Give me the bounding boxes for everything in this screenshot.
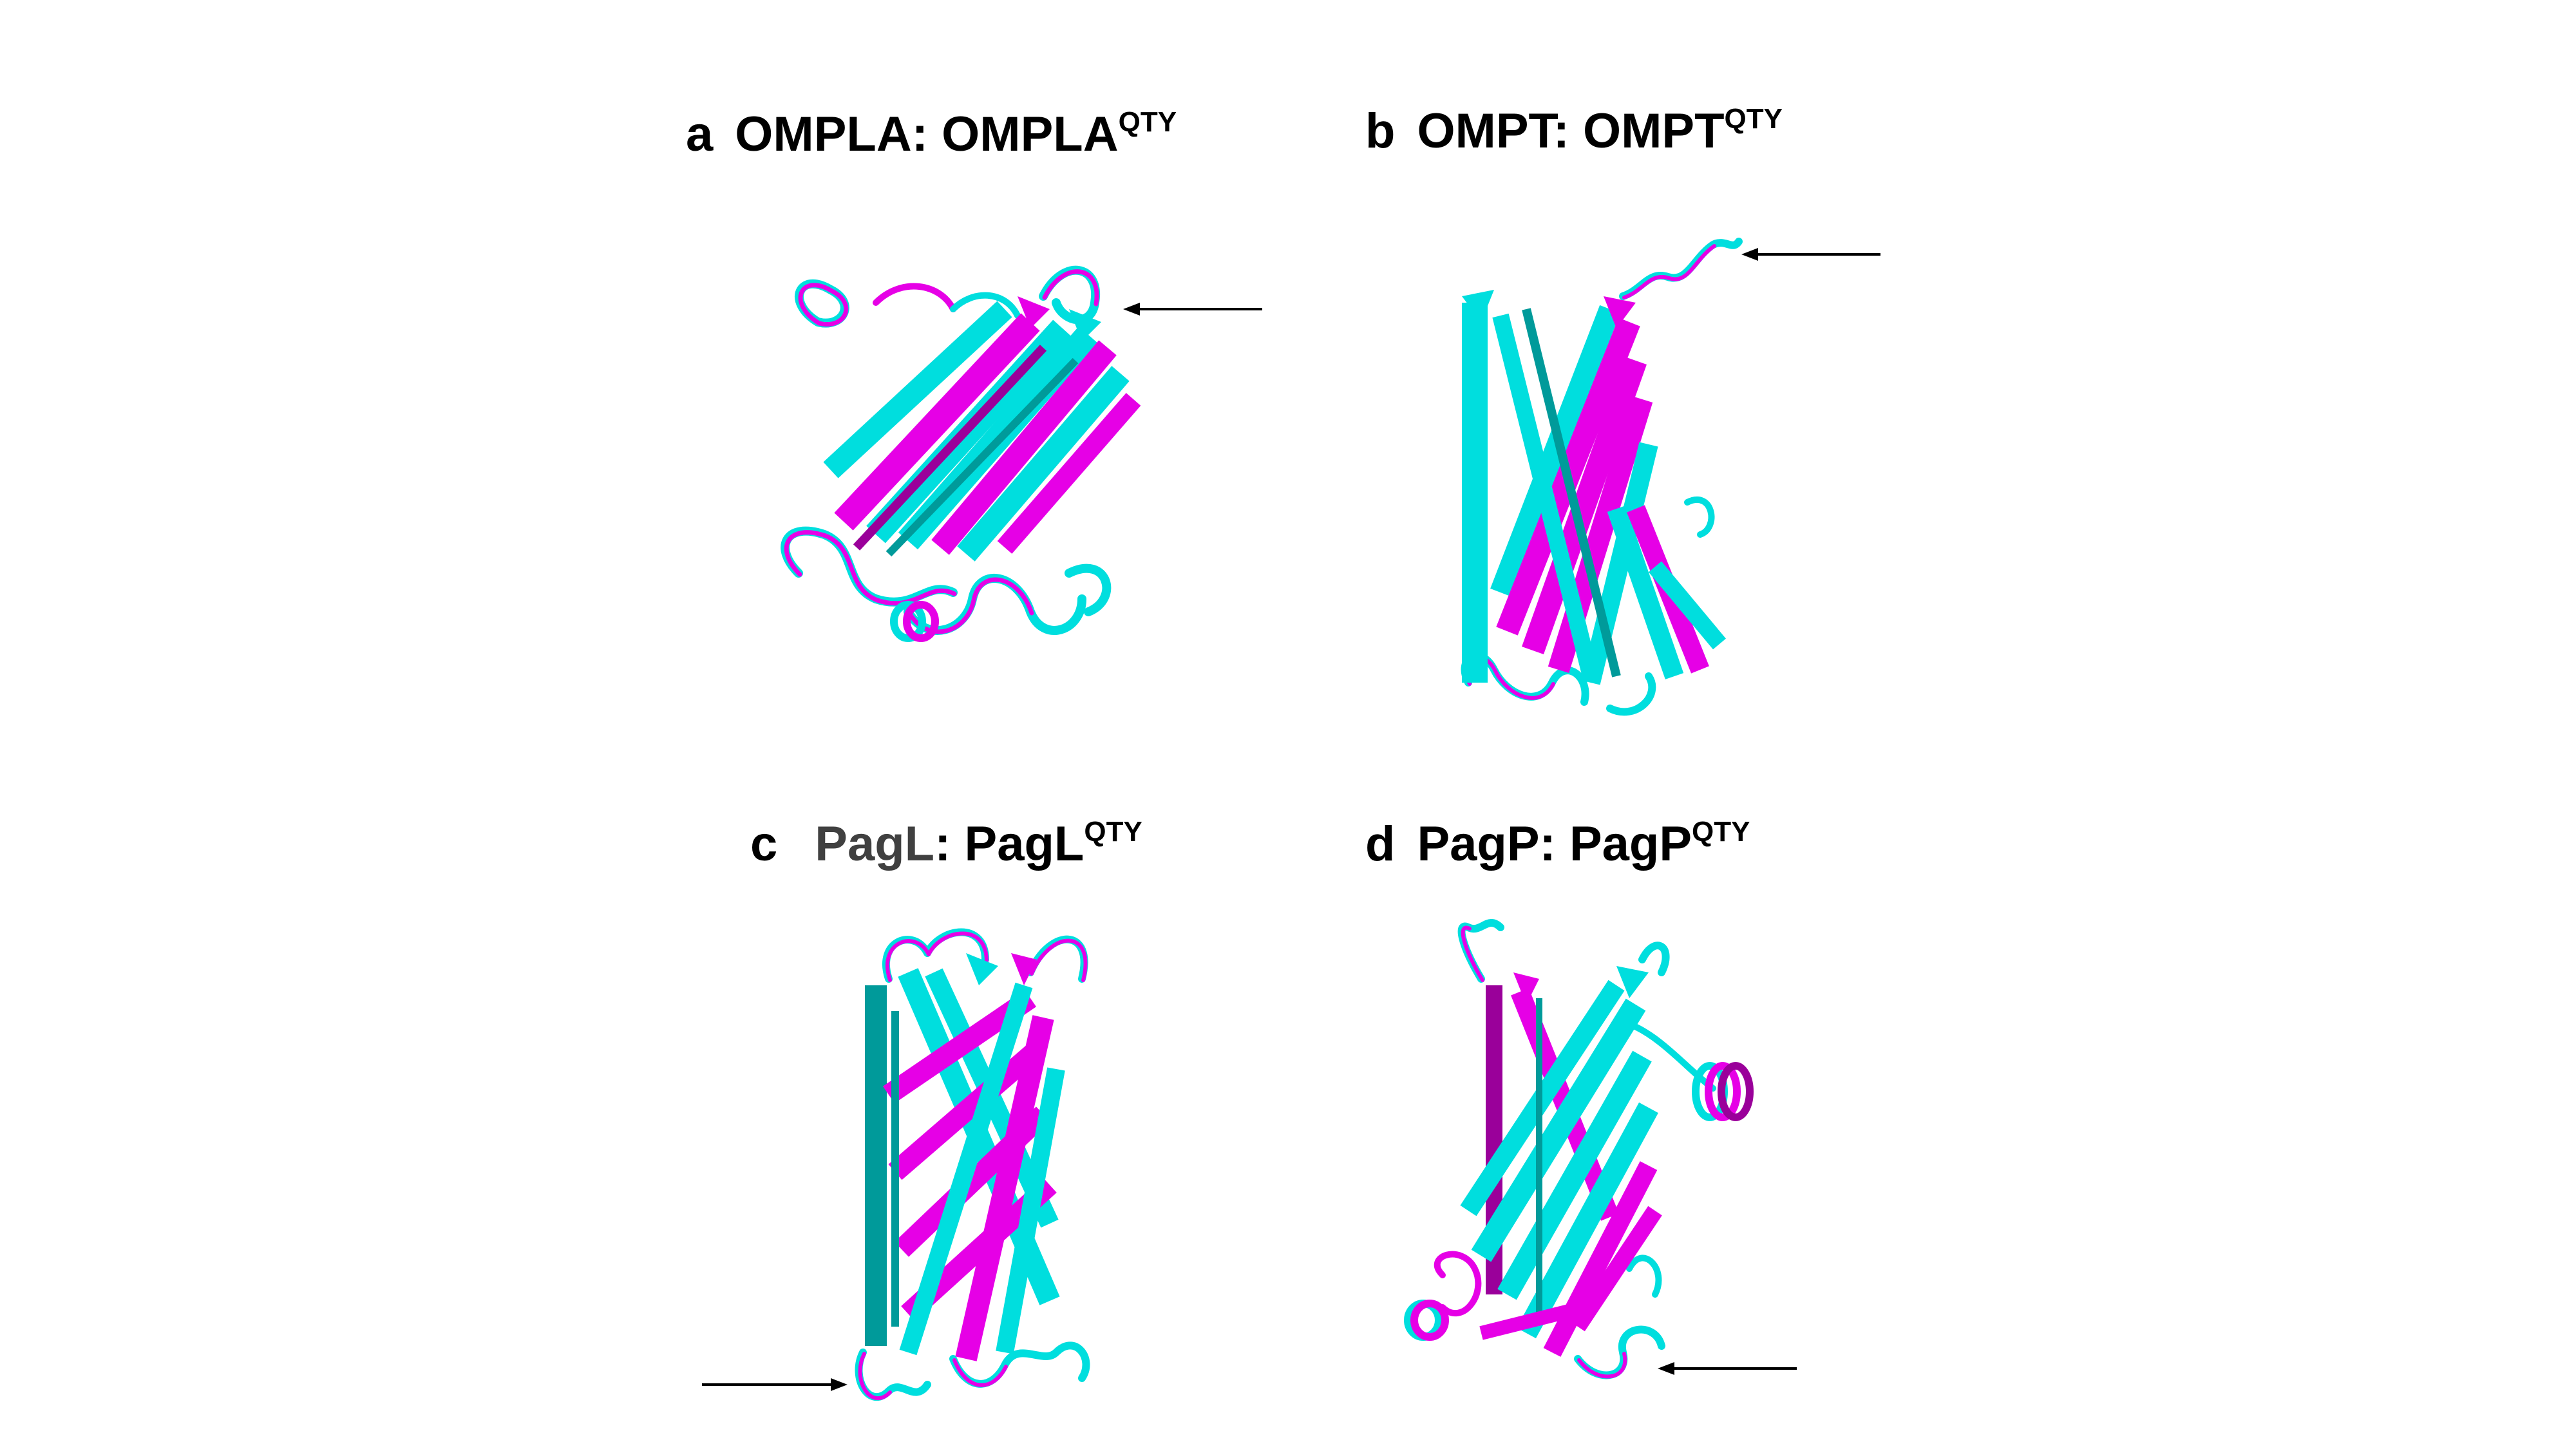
panel-a-superscript: QTY xyxy=(1118,106,1177,138)
panel-b-structure xyxy=(1461,238,1743,716)
panel-a-letter: a xyxy=(686,107,714,162)
panel-a-sep: : xyxy=(911,107,929,162)
panel-d-structure xyxy=(1404,919,1754,1379)
panel-a-qty-name: OMPLA xyxy=(942,107,1119,162)
panel-c-sep: : xyxy=(934,817,951,871)
panel-a-name: OMPLA xyxy=(735,107,912,162)
panel-a-arrow xyxy=(1123,303,1262,316)
panel-b-name: OMPT xyxy=(1417,104,1553,158)
panel-d-superscript: QTY xyxy=(1692,816,1750,848)
panel-c-superscript: QTY xyxy=(1084,816,1142,848)
panel-c-structure xyxy=(855,928,1090,1401)
panel-b-letter: b xyxy=(1365,104,1396,158)
panel-d-name: PagP xyxy=(1417,817,1540,871)
panel-d-arrow xyxy=(1658,1362,1797,1375)
panel-c-arrow xyxy=(702,1378,848,1391)
panel-a-structure xyxy=(781,265,1141,642)
panel-d-letter: d xyxy=(1365,817,1396,871)
panel-d-qty-name: PagP xyxy=(1569,817,1692,871)
panel-c-qty-name: PagL xyxy=(964,817,1084,871)
panel-b-sep: : xyxy=(1553,104,1569,158)
panel-b-qty-name: OMPT xyxy=(1583,104,1725,158)
panel-b-superscript: QTY xyxy=(1724,103,1783,135)
panel-c-letter: c xyxy=(750,817,778,871)
panel-c-name: PagL xyxy=(815,817,935,871)
panel-d-sep: : xyxy=(1539,817,1556,871)
panel-b-arrow xyxy=(1741,248,1880,261)
